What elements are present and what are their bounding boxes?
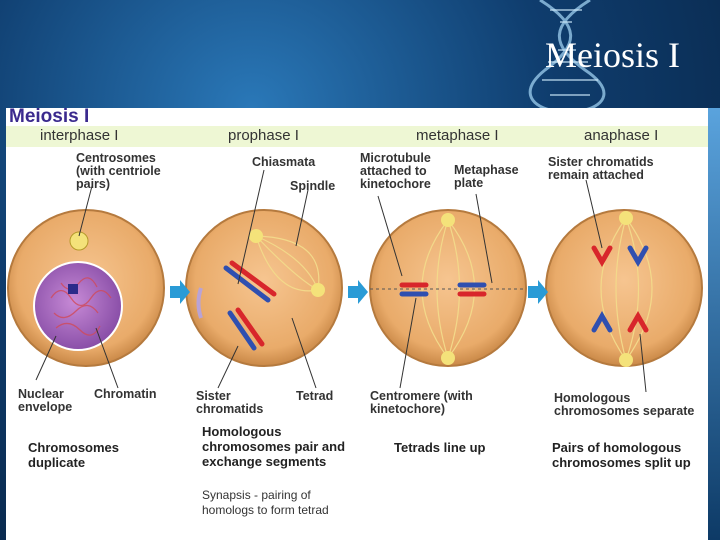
summary-interphase: Chromosomes duplicate bbox=[28, 440, 120, 470]
slide-title: Meiosis I bbox=[545, 35, 680, 75]
label-sister-chromatids: Sister chromatids bbox=[196, 389, 264, 416]
label-centrosomes: Centrosomes (with centriole pairs) bbox=[76, 151, 161, 191]
label-microtubule: Microtubule attached to kinetochore bbox=[360, 151, 431, 191]
label-tetrad: Tetrad bbox=[296, 389, 334, 403]
phase-label-interphase: interphase I bbox=[40, 127, 119, 144]
cell-interphase bbox=[7, 209, 165, 367]
label-chromatin: Chromatin bbox=[94, 387, 157, 401]
phase-label-anaphase: anaphase I bbox=[584, 127, 659, 144]
cell-metaphase bbox=[369, 209, 527, 367]
cell-prophase bbox=[185, 209, 343, 367]
summary-metaphase: Tetrads line up bbox=[394, 440, 486, 455]
summary-anaphase: Pairs of homologous chromosomes split up bbox=[552, 440, 691, 470]
cell-anaphase bbox=[545, 209, 703, 367]
synapsis-note: Synapsis - pairing of homologs to form t… bbox=[202, 488, 329, 517]
slide-right-strip bbox=[708, 108, 720, 540]
label-chiasmata: Chiasmata bbox=[252, 155, 316, 169]
figure-title: Meiosis I bbox=[9, 108, 90, 127]
label-nuclear-envelope: Nuclear envelope bbox=[18, 387, 73, 414]
phase-arrows bbox=[170, 280, 548, 304]
phase-header-bar: interphase I prophase I metaphase I anap… bbox=[6, 126, 708, 147]
label-sister-attached: Sister chromatids remain attached bbox=[548, 155, 654, 182]
leader-lines bbox=[35, 169, 647, 393]
label-homologous-separate: Homologous chromosomes separate bbox=[554, 391, 695, 418]
cell-illustrations bbox=[7, 169, 703, 393]
phase-label-prophase: prophase I bbox=[228, 127, 299, 144]
phase-label-metaphase: metaphase I bbox=[416, 127, 499, 144]
label-metaphase-plate: Metaphase plate bbox=[454, 163, 519, 190]
label-centromere: Centromere (with kinetochore) bbox=[370, 389, 473, 416]
meiosis-figure: Meiosis I interphase I prophase I metaph… bbox=[6, 108, 708, 540]
summary-prophase: Homologous chromosomes pair and exchange… bbox=[202, 424, 346, 469]
dna-helix-decoration bbox=[528, 0, 606, 110]
label-spindle: Spindle bbox=[290, 179, 336, 193]
